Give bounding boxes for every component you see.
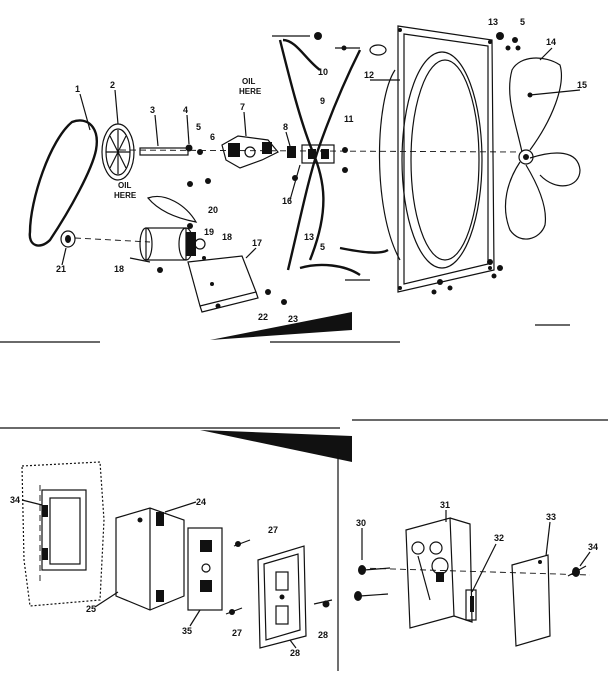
bolt [342, 147, 348, 153]
motor-plate [187, 255, 259, 313]
shaft [139, 147, 189, 156]
switch-screws [354, 565, 587, 601]
nut [342, 167, 348, 173]
screw [265, 289, 271, 295]
nut [515, 45, 521, 51]
motor [139, 196, 206, 273]
leader-lines [361, 510, 591, 593]
receptacle [187, 527, 223, 611]
leader-lines [61, 47, 581, 266]
callout-5c: 5 [320, 242, 325, 252]
callout-24: 24 [196, 497, 206, 507]
support-frame [278, 38, 389, 277]
callout-15: 15 [577, 80, 587, 90]
callout-4: 4 [183, 105, 188, 115]
callout-5b: 5 [520, 17, 525, 27]
bearing-bracket [221, 135, 279, 169]
callout-22: 22 [258, 312, 268, 322]
callout-5: 5 [196, 122, 201, 132]
callout-32: 32 [494, 533, 504, 543]
callout-31: 31 [440, 500, 450, 510]
set-screw [185, 144, 193, 152]
callout-6: 6 [210, 132, 215, 142]
callout-7: 7 [240, 102, 245, 112]
fan-shroud [378, 25, 495, 293]
callout-28: 28 [290, 648, 300, 658]
callout-30: 30 [356, 518, 366, 528]
oil-note-bracket-line2: HERE [239, 87, 262, 96]
nut [205, 178, 211, 184]
screw [187, 181, 193, 187]
oil-note-bracket-line1: OIL [242, 77, 255, 86]
callout-28b: 28 [318, 630, 328, 640]
nut [281, 299, 287, 305]
callout-23: 23 [288, 314, 298, 324]
fan-blade [504, 57, 581, 240]
nut [505, 45, 511, 51]
frame-hardware [345, 259, 503, 295]
callout-12: 12 [364, 70, 374, 80]
callout-16: 16 [282, 196, 292, 206]
callout-13b: 13 [304, 232, 314, 242]
cover-plate [257, 545, 307, 649]
callout-8: 8 [283, 122, 288, 132]
callout-33: 33 [546, 512, 556, 522]
screws [225, 539, 333, 615]
screw [496, 32, 504, 40]
callout-18b: 18 [114, 264, 124, 274]
callout-35: 35 [182, 626, 192, 636]
switch-box [405, 517, 473, 629]
washer [197, 149, 203, 155]
oil-note-pulley-line1: OIL [118, 181, 131, 190]
callout-34b: 34 [588, 542, 598, 552]
callout-10: 10 [318, 67, 328, 77]
separator-wedge [210, 312, 352, 340]
callout-2: 2 [110, 80, 115, 90]
callout-9: 9 [320, 96, 325, 106]
callout-1: 1 [75, 84, 80, 94]
separator-wedge [200, 430, 352, 462]
belt [28, 119, 98, 247]
callout-27b: 27 [232, 628, 242, 638]
callout-20: 20 [208, 205, 218, 215]
power-cord [129, 257, 151, 263]
callout-25: 25 [86, 604, 96, 614]
callout-13: 13 [488, 17, 498, 27]
motor-pulley [60, 230, 76, 248]
callout-17: 17 [252, 238, 262, 248]
callout-11: 11 [344, 114, 354, 124]
pulley-wheel [101, 123, 135, 181]
fan-assembly-section: 1 2 3 4 5 6 7 8 9 10 11 12 13 5 14 15 16… [0, 17, 587, 343]
callout-14: 14 [546, 37, 556, 47]
callout-27: 27 [268, 525, 278, 535]
callout-18: 18 [222, 232, 232, 242]
collar [287, 146, 296, 158]
switch-element [465, 589, 477, 621]
leader-lines [21, 499, 297, 649]
callout-3: 3 [150, 105, 155, 115]
callout-34: 34 [10, 495, 20, 505]
electrical-box [115, 507, 185, 611]
set-screw [202, 256, 206, 260]
callout-19: 19 [204, 227, 214, 237]
wall-cutout [21, 461, 105, 607]
outlet-section: 34 24 27 25 35 28 27 28 [0, 419, 608, 671]
switch-cover [511, 554, 551, 647]
oil-note-pulley-line2: HERE [114, 191, 137, 200]
callout-21: 21 [56, 264, 66, 274]
switch-section: 31 30 32 33 34 [354, 500, 598, 647]
bolts-top [272, 32, 387, 56]
washer [512, 37, 518, 43]
